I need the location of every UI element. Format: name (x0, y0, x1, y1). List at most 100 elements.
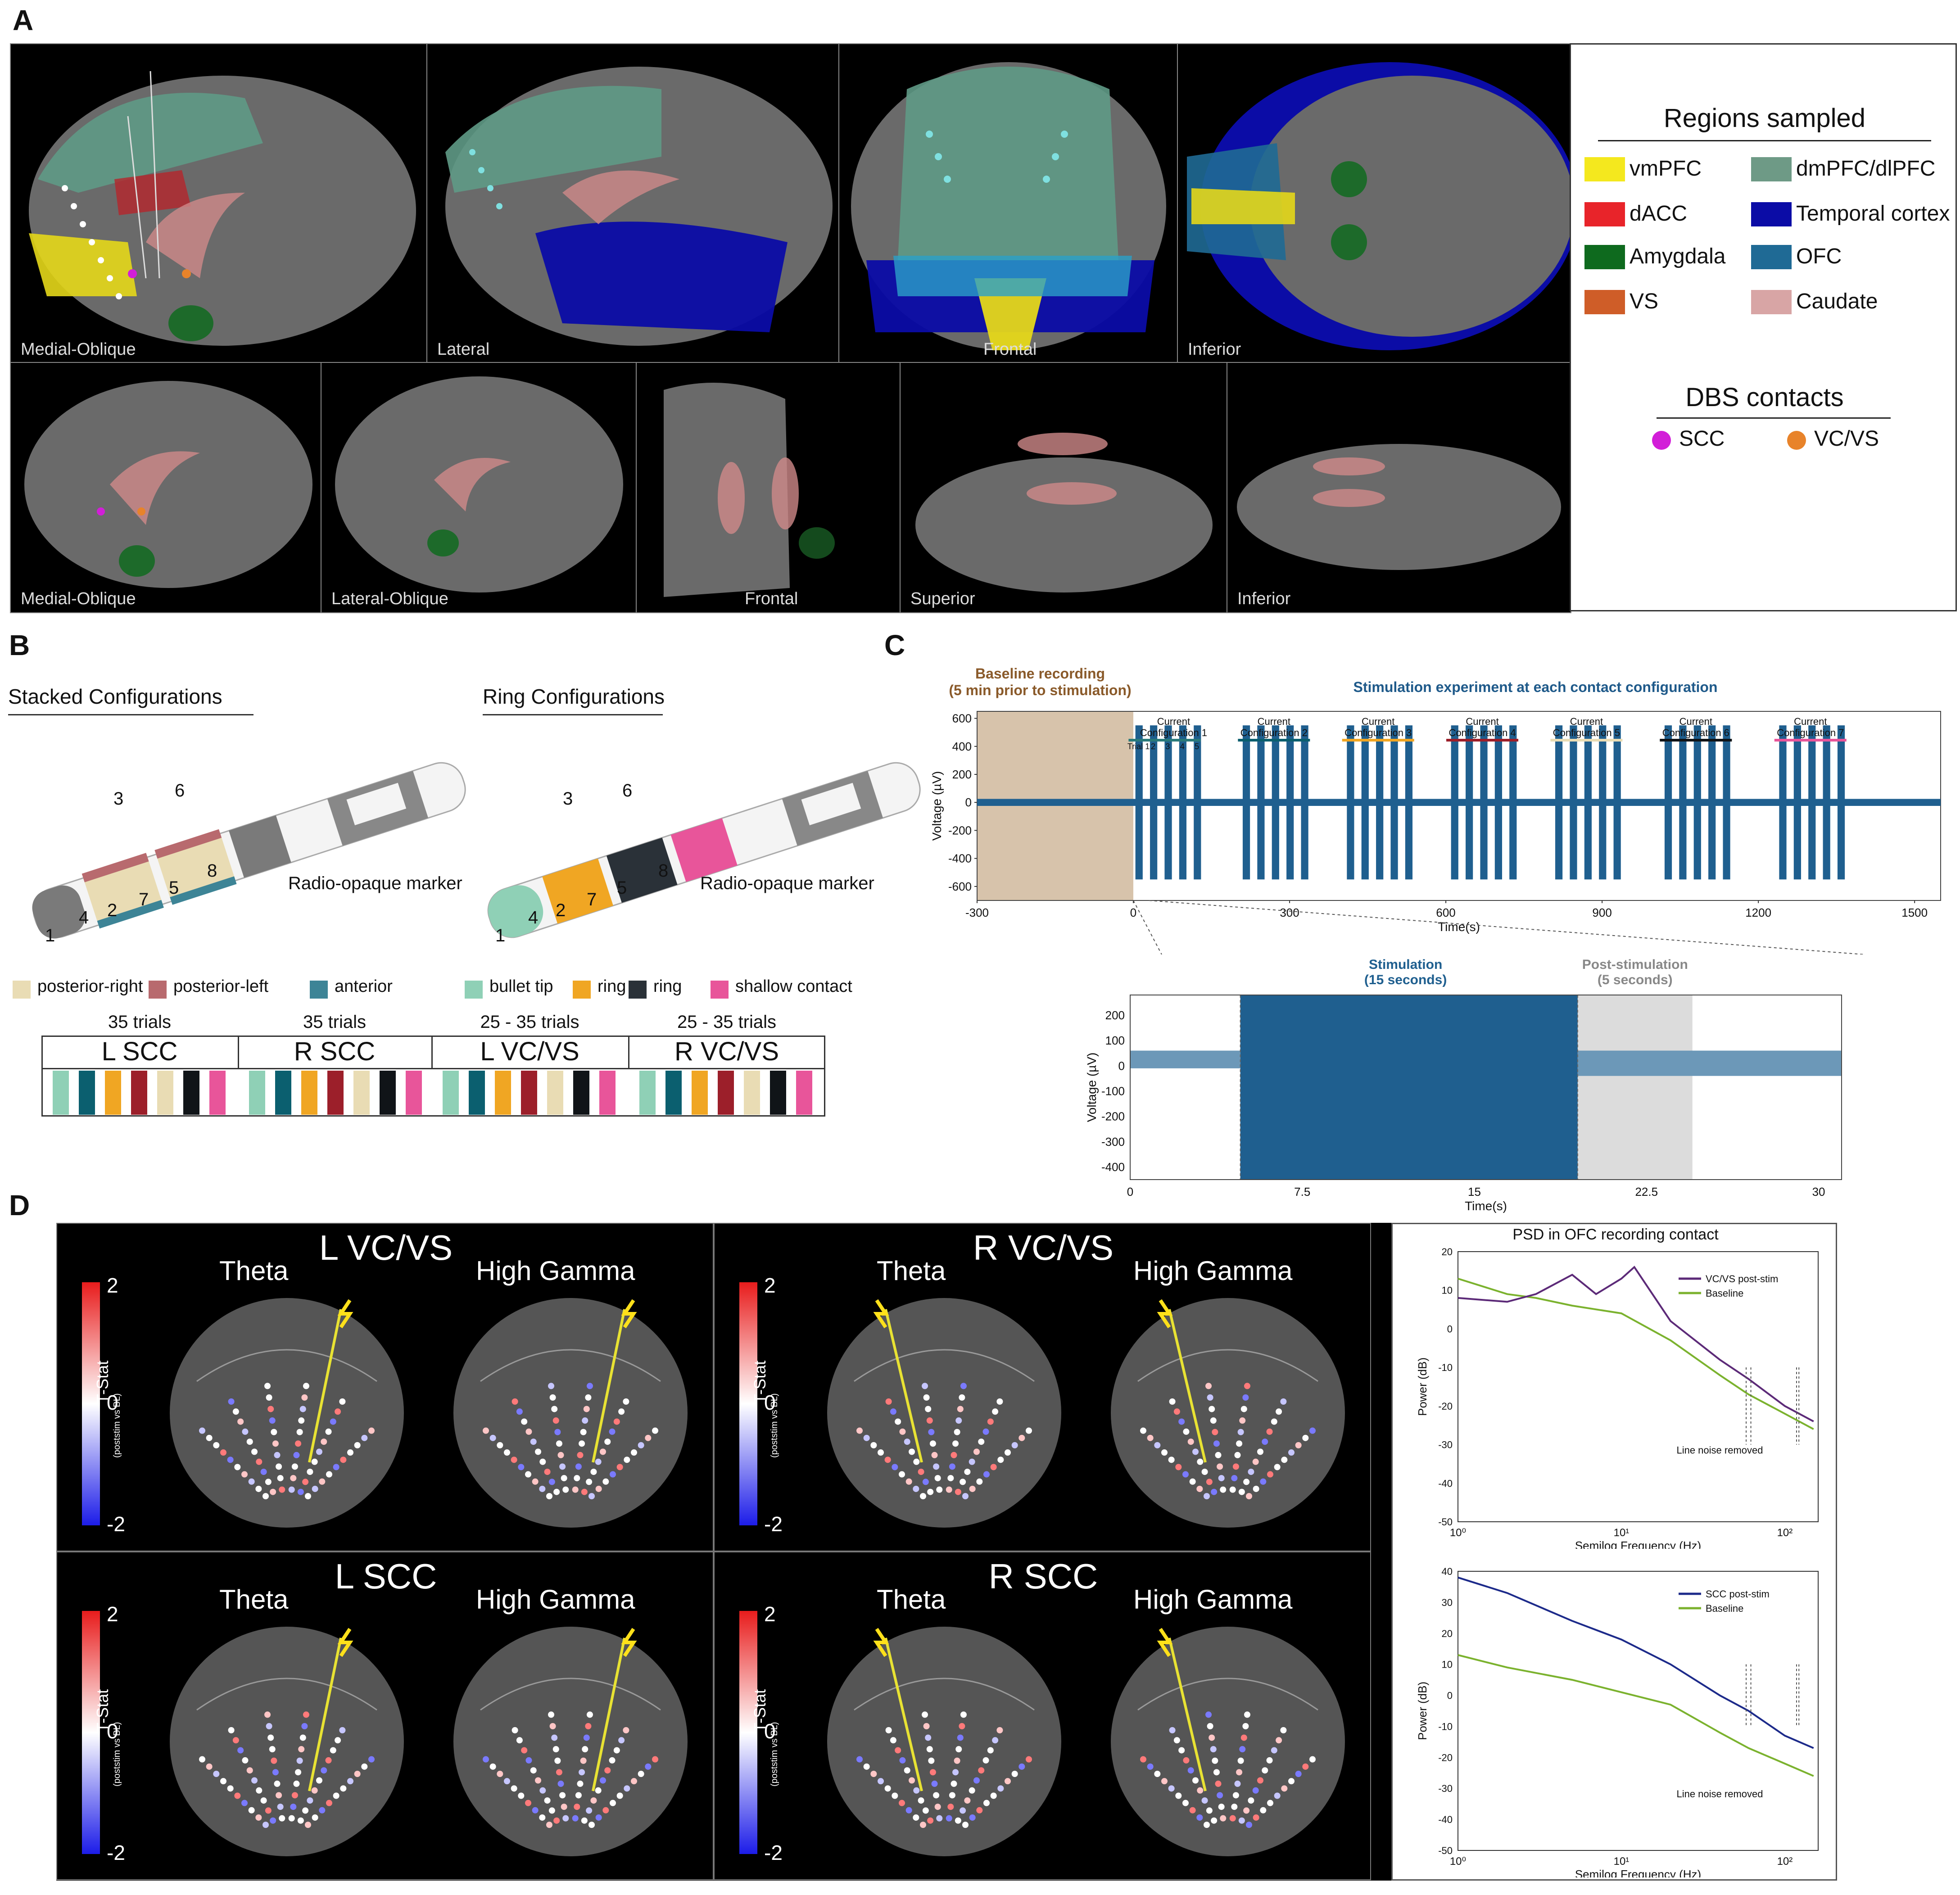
electrode-contact (269, 1417, 276, 1424)
electrode-contact (623, 1727, 629, 1733)
frontal-brain (170, 1298, 404, 1528)
region-swatch (1751, 290, 1792, 314)
x-tick: 600 (1436, 906, 1455, 919)
stim-burst (1242, 725, 1250, 880)
baseline-title: Baseline recording (5 min prior to stimu… (946, 665, 1135, 699)
dbs-label: VC/VS (1814, 427, 1879, 451)
electrode-contact (1178, 1747, 1185, 1754)
legend-label: SCC post-stim (1706, 1588, 1770, 1600)
electrode-contact (562, 1815, 569, 1822)
config-label: Current (1679, 716, 1712, 727)
electrode-contact (228, 1398, 235, 1405)
sulcus (196, 1678, 377, 1711)
x-tick: -300 (965, 906, 989, 919)
electrode-contact (582, 1417, 588, 1424)
electrode-contact (1173, 1737, 1180, 1744)
electrode-contact (586, 1711, 593, 1718)
brain-render (445, 67, 833, 346)
electrode-contact (899, 1800, 905, 1806)
electrode-contact (1248, 1797, 1254, 1804)
brain-surface (827, 1298, 1061, 1528)
x-tick: 10² (1777, 1527, 1793, 1539)
sulcus (480, 1349, 661, 1382)
electrode-contact (595, 1787, 602, 1794)
band-label-high-gamma: High Gamma (476, 1584, 635, 1615)
config-swatch (275, 1071, 291, 1115)
electrode-contact (599, 1777, 606, 1784)
electrode-contact (303, 1711, 309, 1718)
cell-divider (238, 1036, 239, 1068)
electrode-contact (241, 1471, 248, 1478)
electrode-contact (1004, 1778, 1011, 1785)
electrode-contact (311, 1458, 318, 1465)
region-label: OFC (1796, 244, 1842, 268)
region-swatch (1584, 245, 1625, 269)
dbs-title: DBS contacts (1685, 383, 1844, 412)
electrode-contact (265, 1807, 272, 1814)
electrode-contact (583, 1734, 590, 1741)
electrode-contact (264, 1383, 271, 1389)
electrode-contact (973, 1777, 980, 1784)
colorbar-mid: 0 (107, 1719, 118, 1743)
electrode-contact (1245, 1822, 1252, 1828)
electrode-contact (996, 1398, 1003, 1405)
electrode-contact (624, 1456, 630, 1463)
electrode-contact (884, 1785, 891, 1792)
electrode-contact (361, 1434, 368, 1441)
config-label: Current (1466, 716, 1498, 727)
electrode-contact (922, 1711, 928, 1718)
y-tick: -400 (948, 852, 972, 865)
electrode-contact (1234, 1452, 1241, 1458)
view-label: Frontal (983, 340, 1037, 359)
electrode-contact (333, 1464, 339, 1470)
brain-view-medial-oblique: Medial-Oblique (10, 43, 428, 364)
y-axis-label: Power (dB) (1416, 1357, 1429, 1416)
electrode-contact (299, 1406, 306, 1412)
band-label-high-gamma: High Gamma (1133, 1584, 1293, 1615)
y-tick: -200 (948, 823, 972, 837)
electrode-contact (962, 1822, 969, 1828)
brain-view-frontal-2: Frontal (636, 362, 901, 613)
config-swatch (469, 1071, 485, 1115)
electrode-contact (288, 1486, 295, 1493)
electrode-contact (1025, 1427, 1032, 1434)
cell-divider (431, 1036, 433, 1068)
electrode-contact (279, 1815, 285, 1822)
frontal-brain (827, 1627, 1061, 1856)
electrode-contact (952, 1440, 959, 1447)
y-tick: -200 (1101, 1110, 1125, 1123)
y-tick: 600 (952, 712, 972, 725)
electrode-contact (277, 1475, 284, 1482)
electrode-contact (934, 1804, 941, 1810)
electrode-contact (918, 1469, 924, 1475)
electrode-contact (339, 1727, 346, 1733)
config-swatch (53, 1071, 69, 1115)
panel-label-b: B (9, 629, 30, 661)
inset-stim-title: Stimulation (1369, 959, 1442, 972)
stim-burst (1150, 725, 1158, 880)
colorbar (82, 1611, 100, 1854)
group-title: L SCC (335, 1556, 437, 1596)
electrode-contact (1236, 1440, 1243, 1447)
electrode-contact (248, 1478, 255, 1485)
config-label: Current (1362, 716, 1394, 727)
electrode-contact (580, 1757, 587, 1764)
electrode-contact (1280, 1727, 1287, 1733)
electrode-contact (335, 1737, 341, 1744)
electrode-contact (923, 1723, 930, 1730)
electrode-contact (933, 1792, 940, 1799)
config-label: Configuration 2 (1240, 727, 1308, 738)
electrode-contact (293, 1452, 300, 1458)
trial-count: 35 trials (108, 1012, 172, 1032)
sulcus (480, 1678, 661, 1711)
electrode-contact (949, 1792, 955, 1799)
electrode-contact (295, 1769, 302, 1776)
band-label-theta: Theta (877, 1256, 946, 1286)
contact-number: 7 (587, 890, 597, 909)
electrode-contact (602, 1478, 609, 1485)
x-tick: 7.5 (1294, 1185, 1310, 1199)
region-label: dACC (1630, 202, 1688, 226)
electrode-contact (878, 1778, 884, 1785)
electrode-contact (934, 1475, 941, 1482)
electrode-contact (228, 1727, 235, 1733)
